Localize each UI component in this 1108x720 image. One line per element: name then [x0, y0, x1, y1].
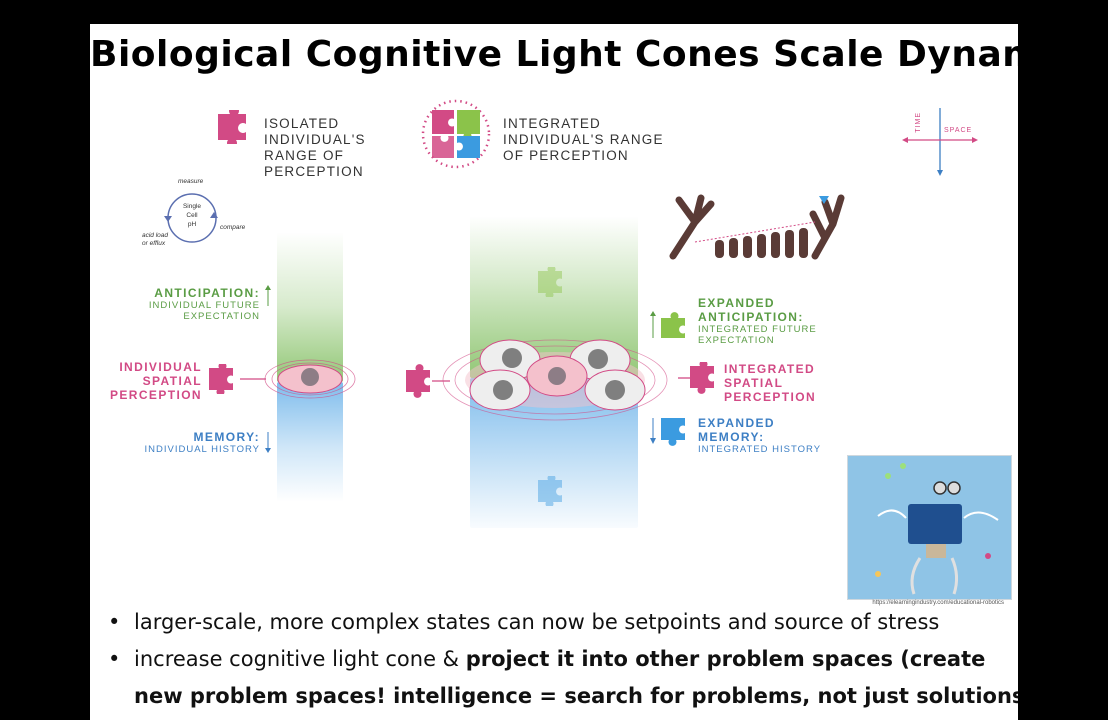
- pink-puzzle-piece-icon: [406, 364, 450, 398]
- spatial-line: SPATIAL: [142, 374, 202, 388]
- slide: Biological Cognitive Light Cones Scale D…: [90, 24, 1018, 720]
- cycle-center-line: pH: [187, 221, 197, 228]
- anticipation-sub-line: EXPECTATION: [183, 311, 260, 322]
- integrated-spatial-line: SPATIAL: [724, 376, 784, 390]
- legend-integrated-line: OF PERCEPTION: [503, 148, 629, 163]
- bullet-dot: •: [108, 647, 121, 671]
- legend-integrated-text: INTEGRATED INDIVIDUAL'S RANGE OF PERCEPT…: [503, 116, 664, 164]
- cycle-center-line: Single: [182, 203, 202, 210]
- cycle-act-line: or efflux: [142, 240, 166, 247]
- memory-heading: MEMORY:: [193, 430, 260, 444]
- bullet-dot: •: [108, 610, 121, 634]
- bullet-list: • larger-scale, more complex states can …: [108, 604, 1018, 715]
- pink-puzzle-piece-icon: [209, 364, 233, 394]
- legend-isolated-line: ISOLATED: [264, 116, 340, 131]
- pink-puzzle-piece-icon: [218, 110, 246, 144]
- left-spatial-arrow-icon: [240, 378, 266, 380]
- legend-isolated-line: INDIVIDUAL'S: [264, 132, 366, 147]
- green-puzzle-piece-icon: [650, 311, 685, 338]
- pink-puzzle-piece-icon: [678, 362, 714, 394]
- cycle-center-label: Single Cell pH: [178, 202, 206, 229]
- robot-photo: [847, 455, 1012, 600]
- individual-anticipation-label: ANTICIPATION: INDIVIDUAL FUTURE EXPECTAT…: [120, 286, 260, 322]
- down-arrow-icon: [265, 432, 271, 453]
- cell-cluster-graphic: [442, 339, 668, 421]
- legend-isolated-line: PERCEPTION: [264, 164, 364, 179]
- slide-title: Biological Cognitive Light Cones Scale D…: [90, 34, 1018, 75]
- cycle-act-label: acid load or efflux: [142, 232, 168, 248]
- time-space-axes-icon: [902, 108, 978, 176]
- cycle-measure-label: measure: [178, 178, 204, 185]
- legend-integrated-line: INDIVIDUAL'S RANGE: [503, 132, 664, 147]
- integrated-spatial-label: INTEGRATED SPATIAL PERCEPTION: [724, 362, 844, 404]
- memory-sub-line: INDIVIDUAL HISTORY: [144, 444, 260, 455]
- anticipation-sub-line: INDIVIDUAL FUTURE: [148, 300, 260, 311]
- bullet-continuation: new problem spaces! intelligence = searc…: [108, 678, 1018, 715]
- individual-memory-label: MEMORY: INDIVIDUAL HISTORY: [120, 430, 260, 455]
- cycle-center-line: Cell: [186, 212, 198, 219]
- individual-past-cone: [277, 382, 343, 502]
- exp-anticipation-heading-line: EXPANDED: [698, 296, 775, 310]
- photo-credit: https://elearningindustry.com/educationa…: [872, 600, 1004, 606]
- faded-blue-puzzle-icon: [538, 476, 562, 506]
- blue-puzzle-piece-icon: [650, 418, 685, 446]
- bullet-text: increase cognitive light cone &: [134, 647, 466, 671]
- exp-memory-heading-line: EXPANDED: [698, 416, 775, 430]
- bullet-bold-text: new problem spaces! intelligence = searc…: [134, 684, 1018, 708]
- exp-memory-sub-line: INTEGRATED HISTORY: [698, 444, 822, 455]
- anticipation-heading: ANTICIPATION:: [154, 286, 260, 300]
- bullet-text: larger-scale, more complex states can no…: [134, 610, 940, 634]
- individual-future-cone: [277, 232, 343, 382]
- bullet-bold-text: project it into other problem spaces (cr…: [465, 647, 986, 671]
- exp-memory-heading-line: MEMORY:: [698, 430, 765, 444]
- expanded-anticipation-label: EXPANDED ANTICIPATION: INTEGRATED FUTURE…: [698, 296, 848, 346]
- fingers-graphic: [669, 194, 845, 260]
- legend-isolated-text: ISOLATED INDIVIDUAL'S RANGE OF PERCEPTIO…: [264, 116, 366, 180]
- cycle-act-line: acid load: [142, 232, 169, 239]
- axis-time-label: TIME: [915, 112, 922, 133]
- integrated-spatial-line: PERCEPTION: [724, 390, 817, 404]
- expanded-memory-label: EXPANDED MEMORY: INTEGRATED HISTORY: [698, 416, 848, 455]
- feedback-cycle-icon: [164, 193, 218, 243]
- exp-anticipation-heading-line: ANTICIPATION:: [698, 310, 804, 324]
- spatial-line: PERCEPTION: [109, 388, 202, 402]
- up-arrow-icon: [265, 285, 271, 306]
- exp-anticipation-sub-line: EXPECTATION: [698, 335, 775, 346]
- exp-anticipation-sub-line: INTEGRATED FUTURE: [698, 324, 817, 335]
- bullet-item: • increase cognitive light cone & projec…: [108, 641, 1008, 678]
- cycle-compare-label: compare: [220, 224, 246, 231]
- axis-space-label: SPACE: [944, 127, 973, 134]
- faded-green-puzzle-icon: [538, 267, 562, 297]
- bullet-item: • larger-scale, more complex states can …: [108, 604, 1008, 641]
- integrated-puzzle-circle-icon: [421, 99, 491, 169]
- legend-integrated-line: INTEGRATED: [503, 116, 602, 131]
- single-cell-graphic: [264, 359, 356, 399]
- robot-illustration: [875, 463, 999, 595]
- spatial-line: INDIVIDUAL: [119, 360, 202, 374]
- individual-spatial-label: INDIVIDUAL SPATIAL PERCEPTION: [96, 360, 202, 402]
- legend-isolated-line: RANGE OF: [264, 148, 345, 163]
- integrated-spatial-line: INTEGRATED: [724, 362, 816, 376]
